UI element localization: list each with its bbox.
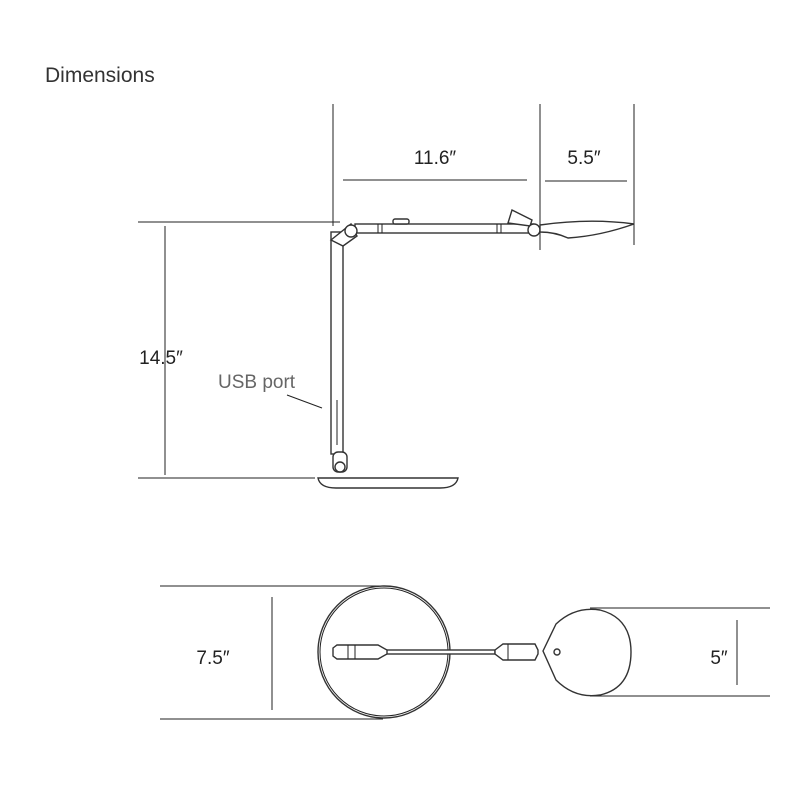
usb-port-label: USB port xyxy=(218,372,296,393)
top-view-dimension-lines xyxy=(160,585,770,720)
page-title: Dimensions xyxy=(45,64,155,87)
height-label: 14.5″ xyxy=(139,348,183,369)
base-diameter-label: 7.5″ xyxy=(196,648,229,669)
head-diameter-label: 5″ xyxy=(710,648,728,669)
arm-length-label: 11.6″ xyxy=(414,148,457,169)
head-length-label: 5.5″ xyxy=(567,148,600,169)
lamp-top-view xyxy=(317,585,632,719)
side-view-dimension-lines xyxy=(138,104,635,479)
lamp-side-view xyxy=(317,209,635,489)
